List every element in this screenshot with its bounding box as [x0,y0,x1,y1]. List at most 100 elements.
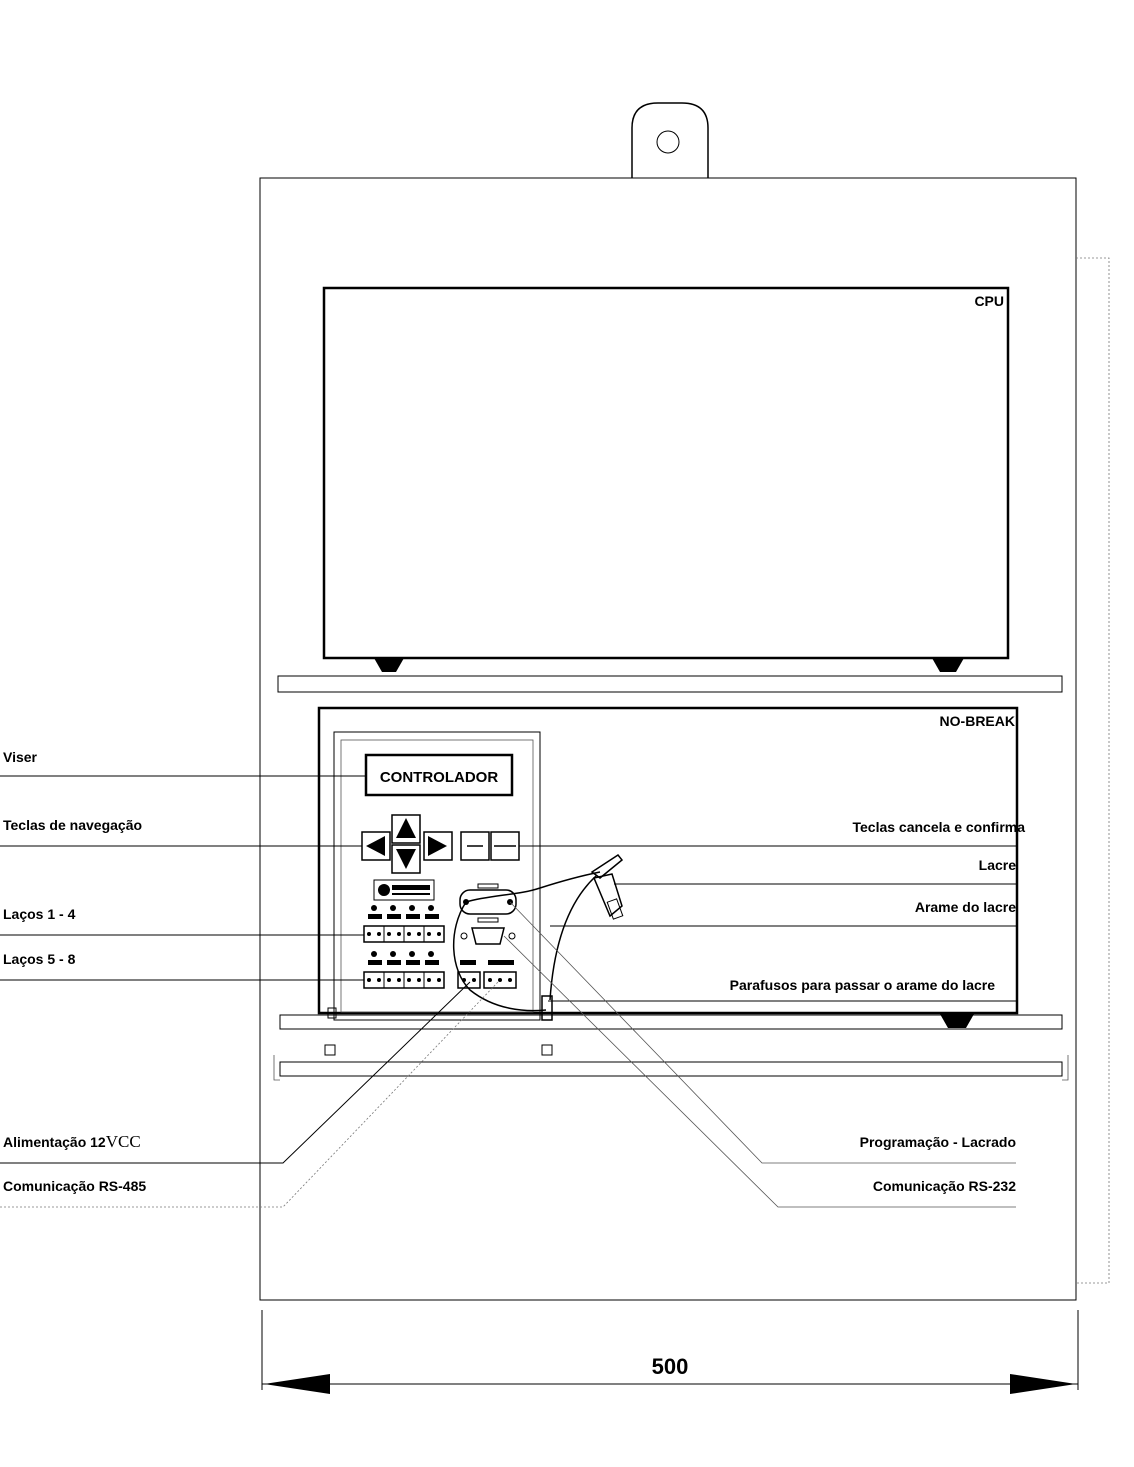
leader-rs485 [0,981,499,1208]
terminal-screw [397,932,401,936]
cpu-label: CPU [974,293,1004,309]
rs232-connector [471,927,505,945]
logo-text-block [392,885,430,890]
terminal-screw [397,978,401,982]
led-indicator [409,905,415,911]
no-break-box [317,706,1019,1015]
terminal-screw [427,978,431,982]
seal-icon [590,853,624,879]
key-cancel [460,831,490,861]
label-seal-wire: Arame do lacre [915,899,1016,915]
led-indicator [409,951,415,957]
terminal-screw [417,978,421,982]
no-break-label: NO-BREAK [940,713,1015,729]
label-programming: Programação - Lacrado [860,1134,1016,1150]
led-indicator [371,905,377,911]
rail-left-bracket [273,1055,280,1081]
logo-text-block-2 [392,893,430,895]
label-power: Alimentação 12VCC [3,1132,141,1151]
key-up [391,814,421,844]
up-arrow-icon [396,818,416,838]
terminal-screw [437,932,441,936]
cabinet-body [259,177,1077,1301]
controller-panel-inner [340,739,534,1013]
terminal-tag [406,960,420,965]
label-seal: Lacre [979,857,1017,873]
led-indicator [371,951,377,957]
terminal-tag [387,960,401,965]
label-rs485: Comunicação RS-485 [3,1178,146,1194]
cpu-foot-right [932,658,964,672]
shelf-upper [277,675,1063,693]
rs232-screw-left [460,932,468,940]
bolt-left-top [327,1007,337,1019]
dimension-arrow-right-icon [1010,1374,1076,1394]
terminal-screw [387,932,391,936]
seal-wire-loop [452,901,547,1012]
manufacturer-logo [373,879,435,901]
terminal-screw [427,932,431,936]
cpu-box [322,286,1010,660]
rs232-screw-right [508,932,516,940]
led-indicator [428,951,434,957]
bolt-right [541,1044,553,1056]
led-indicator [390,951,396,957]
seal-wire-right [549,875,597,1001]
terminal-tag [425,960,439,965]
rail-right-bracket [1062,1055,1069,1081]
label-loops-1-4: Laços 1 - 4 [3,906,76,922]
terminal-screw [472,978,476,982]
wire-clip [541,995,553,1021]
right-arrow-icon [428,836,447,856]
terminal-screw [508,978,512,982]
logo-mark [378,884,390,896]
cabinet-side-depth [1076,257,1110,1284]
terminal-tag [368,914,382,919]
label-cancel-confirm: Teclas cancela e confirma [853,819,1026,835]
leader-rs232 [503,935,1016,1208]
terminal-screw [488,978,492,982]
programming-port [459,889,517,915]
label-rs232: Comunicação RS-232 [873,1178,1016,1194]
mounting-hole [656,130,680,154]
key-down [391,844,421,874]
terminal-screw [407,932,411,936]
seal-wire [465,871,601,903]
terminal-tag-rs485 [488,960,514,965]
rs232-tag [477,917,499,923]
dimension-value: 500 [652,1354,689,1379]
label-nav-keys: Teclas de navegação [3,817,142,833]
led-indicator [428,905,434,911]
terminal-screw [367,932,371,936]
led-indicator [390,905,396,911]
dimension-arrow-left-icon [264,1374,330,1394]
key-right [423,831,453,861]
terminal-block-power [457,971,481,989]
terminal-screw [387,978,391,982]
leader-programming [509,901,1016,1164]
display-screen [364,753,514,797]
terminal-screw [498,978,502,982]
terminal-tag [425,914,439,919]
terminal-tag [387,914,401,919]
terminal-screw [377,978,381,982]
no-break-foot [940,1014,974,1028]
terminal-tag [406,914,420,919]
mounting-tab [631,102,709,178]
seal-body [592,873,623,918]
terminal-tag-power [460,960,476,965]
down-arrow-icon [396,849,416,869]
programming-port-tag [477,883,499,889]
label-seal-screws: Parafusos para passar o arame do lacre [730,977,996,993]
terminal-screw [437,978,441,982]
controller-panel [333,731,541,1021]
terminal-blocks [363,905,517,989]
bolt-left [324,1044,336,1056]
terminal-screw [367,978,371,982]
label-loops-5-8: Laços 5 - 8 [3,951,76,967]
cpu-foot-left [374,658,404,672]
terminal-block-rs485 [483,971,517,989]
terminal-screw [417,932,421,936]
